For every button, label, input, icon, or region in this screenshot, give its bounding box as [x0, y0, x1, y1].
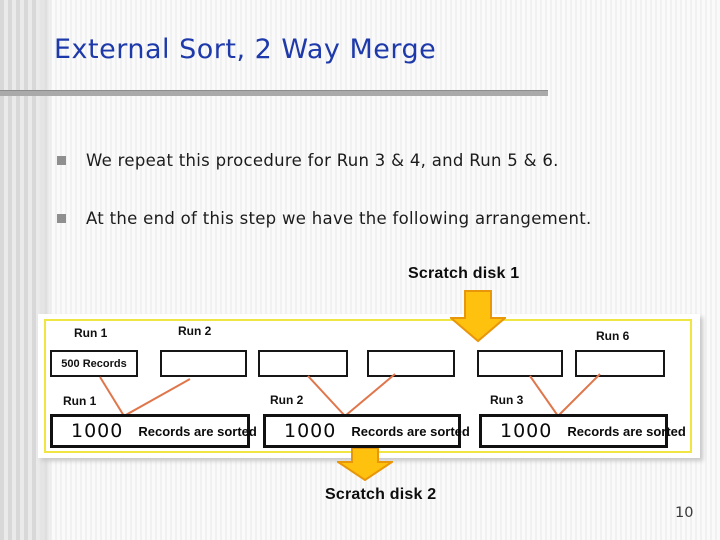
down-arrow-icon: [337, 448, 393, 481]
merged-run-box-1: 1000 Records are sorted: [50, 414, 257, 448]
merged-count: 1000: [284, 420, 337, 442]
run-box-1: 500 Records: [50, 350, 138, 377]
bullet-text-2: At the end of this step we have the foll…: [86, 209, 592, 228]
template-left-stripe-band: [0, 0, 38, 540]
square-bullet-icon: [57, 214, 66, 223]
down-arrow-shape: [337, 448, 393, 481]
bullet-item-1: We repeat this procedure for Run 3 & 4, …: [57, 149, 707, 172]
scratch-disk-2-label: Scratch disk 2: [325, 486, 437, 503]
run-box-4: [367, 350, 455, 377]
bottom-run-label-3: Run 3: [490, 393, 524, 407]
top-run-label-6: Run 6: [596, 329, 630, 343]
down-arrow-icon: [450, 290, 506, 343]
top-run-label-1: Run 1: [74, 326, 108, 340]
bullet-item-2: At the end of this step we have the foll…: [57, 207, 707, 230]
bottom-run-label-2: Run 2: [270, 393, 304, 407]
merged-caption: Records are sorted: [567, 423, 686, 439]
run-box-5: [477, 350, 563, 377]
merged-run-box-3: 1000 Records are sorted: [479, 414, 686, 448]
run-box-6: [575, 350, 665, 377]
down-arrow-shape: [450, 290, 506, 343]
run-box-3: [258, 350, 348, 377]
bullet-text-1: We repeat this procedure for Run 3 & 4, …: [86, 151, 559, 170]
run-box-2: [160, 350, 247, 377]
bottom-run-label-1: Run 1: [63, 394, 97, 408]
merged-caption: Records are sorted: [351, 423, 470, 439]
merge-diagram-image: Run 1 Run 2 Run 6 500 Records Run 1 Run …: [38, 314, 700, 458]
template-band-shadow: [38, 0, 52, 540]
top-run-label-2: Run 2: [178, 324, 212, 338]
slide-page-number: 10: [675, 505, 694, 521]
run-box-1-text: 500 Records: [61, 357, 127, 370]
merged-run-box-2: 1000 Records are sorted: [263, 414, 470, 448]
title-divider-rule: [0, 90, 548, 96]
merged-caption: Records are sorted: [138, 423, 257, 439]
square-bullet-icon: [57, 156, 66, 165]
merged-count: 1000: [71, 420, 124, 442]
slide-title: External Sort, 2 Way Merge: [54, 34, 437, 65]
merged-count: 1000: [500, 420, 553, 442]
scratch-disk-1-label: Scratch disk 1: [408, 265, 520, 282]
